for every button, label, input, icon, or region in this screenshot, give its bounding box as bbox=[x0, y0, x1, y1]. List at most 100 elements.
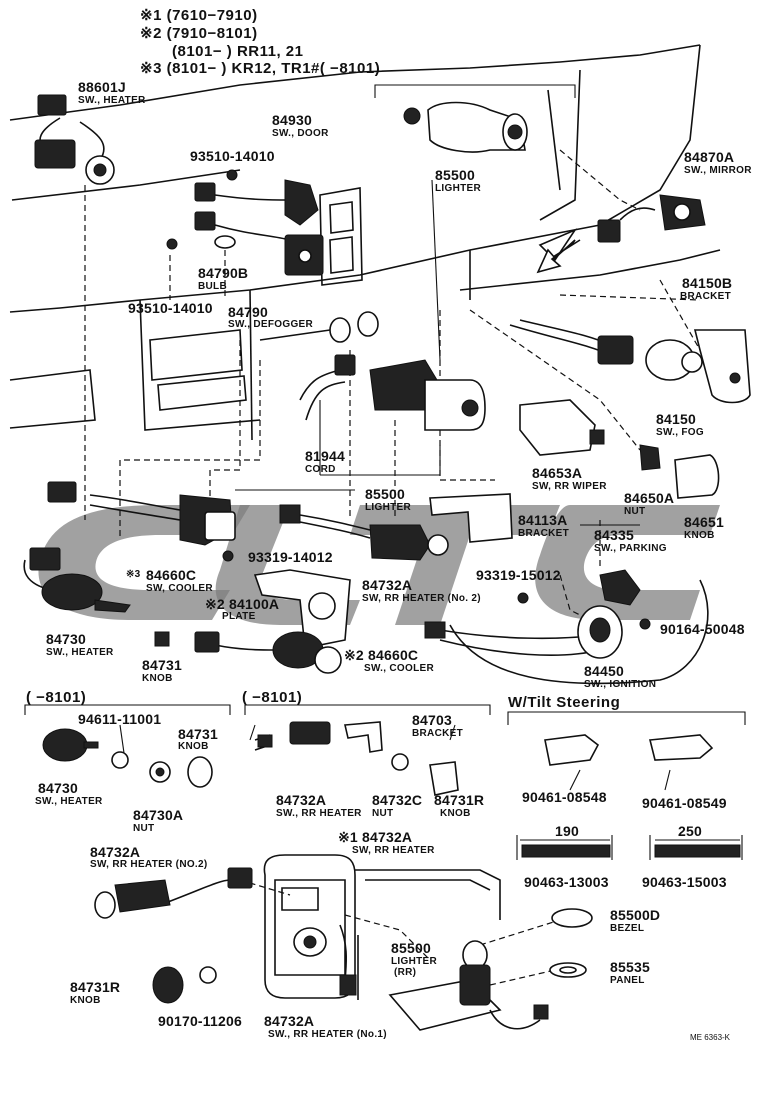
part-name: BRACKET bbox=[518, 528, 569, 539]
watermark-logo bbox=[38, 505, 720, 625]
part-number: 84930 bbox=[272, 112, 312, 128]
part-number: 84660C bbox=[146, 567, 197, 583]
part-number: 84790B bbox=[198, 265, 249, 281]
part-number: 84732A bbox=[264, 1013, 315, 1029]
note-2b: (8101− ) RR11, 21 bbox=[172, 43, 304, 60]
part-number: 90461-08548 bbox=[522, 789, 607, 805]
part-number: 84730 bbox=[38, 780, 78, 796]
part-name: SW, RR HEATER bbox=[352, 845, 435, 856]
part-number: 84731 bbox=[178, 726, 218, 742]
part-number: 84113A bbox=[518, 512, 568, 528]
callout-brackets bbox=[24, 84, 746, 860]
part-name: SW, RR WIPER bbox=[532, 481, 607, 492]
part-number: 84790 bbox=[228, 304, 268, 320]
part-number: 84731R bbox=[434, 792, 485, 808]
part-name: NUT bbox=[372, 808, 394, 819]
part-name: SW., IGNITION bbox=[584, 679, 657, 690]
part-name: SW., MIRROR bbox=[684, 165, 752, 176]
part-number: 84731R bbox=[70, 979, 121, 995]
part-name: SW., HEATER bbox=[46, 647, 114, 658]
part-name: BEZEL bbox=[610, 923, 645, 934]
part-number: 84730 bbox=[46, 631, 86, 647]
part-name: SW., RR HEATER bbox=[276, 808, 362, 819]
section-range-left: ( −8101) bbox=[26, 689, 87, 706]
part-number: 84732A bbox=[362, 577, 413, 593]
part-name: PLATE bbox=[222, 611, 256, 622]
part-number: 84731 bbox=[142, 657, 182, 673]
part-number: 85500D bbox=[610, 907, 661, 923]
part-glyphs bbox=[29, 94, 751, 1020]
part-number: 85535 bbox=[610, 959, 650, 975]
note-2: ※2 (7910−8101) bbox=[140, 25, 258, 42]
part-name: KNOB bbox=[684, 530, 715, 541]
part-number: 90461-08549 bbox=[642, 795, 727, 811]
part-number: 94611-11001 bbox=[78, 711, 162, 727]
part-name: BULB bbox=[198, 281, 227, 292]
part-number: 93319-15012 bbox=[476, 567, 561, 583]
part-number: 90463-15003 bbox=[642, 874, 727, 890]
part-number: 93510-14010 bbox=[128, 300, 213, 316]
note-marker: ※3 bbox=[126, 569, 141, 580]
part-name: LIGHTER bbox=[435, 183, 481, 194]
part-name: CORD bbox=[305, 464, 336, 475]
dashboard-outline bbox=[9, 44, 721, 441]
part-number: ※2 84660C bbox=[344, 647, 419, 663]
part-number: 85500 bbox=[435, 167, 475, 183]
part-name: SW., HEATER bbox=[78, 95, 146, 106]
dimension-250: 250 bbox=[678, 823, 702, 839]
part-name: LIGHTER bbox=[365, 502, 411, 513]
part-name: KNOB bbox=[178, 741, 209, 752]
part-number: ※1 84732A bbox=[338, 829, 413, 845]
section-tilt-steering: W/Tilt Steering bbox=[508, 694, 621, 711]
part-name: KNOB bbox=[440, 808, 471, 819]
part-number: 93510-14010 bbox=[190, 148, 275, 164]
part-name: KNOB bbox=[70, 995, 101, 1006]
part-number: 84703 bbox=[412, 712, 452, 728]
part-name: SW., DEFOGGER bbox=[228, 319, 314, 330]
part-name: LIGHTER bbox=[391, 956, 437, 967]
note-3: ※3 (8101− ) KR12, TR1#( −8101) bbox=[140, 60, 381, 77]
part-number: 84335 bbox=[594, 527, 634, 543]
part-name: NUT bbox=[133, 823, 155, 834]
part-number: 84732A bbox=[276, 792, 327, 808]
part-number: ※2 84100A bbox=[205, 596, 280, 612]
part-name: SW., DOOR bbox=[272, 128, 329, 139]
part-name: SW., RR HEATER (No.1) bbox=[268, 1029, 387, 1040]
part-number: 84150B bbox=[682, 275, 733, 291]
part-name: BRACKET bbox=[412, 728, 463, 739]
part-number: 84653A bbox=[532, 465, 583, 481]
part-number: 84650A bbox=[624, 490, 675, 506]
part-name: KNOB bbox=[142, 673, 173, 684]
part-name: SW, RR HEATER (NO.2) bbox=[90, 859, 208, 870]
note-1: ※1 (7610−7910) bbox=[140, 7, 258, 24]
part-number: 90164-50048 bbox=[660, 621, 745, 637]
figure-code: ME 6363-K bbox=[690, 1033, 731, 1042]
part-number: 90170-11206 bbox=[158, 1013, 242, 1029]
part-number: 85500 bbox=[391, 940, 431, 956]
leader-lines bbox=[84, 149, 701, 986]
part-name: PANEL bbox=[610, 975, 645, 986]
section-range-middle: ( −8101) bbox=[242, 689, 303, 706]
part-number: 84450 bbox=[584, 663, 624, 679]
part-name: SW., FOG bbox=[656, 427, 704, 438]
part-number: 84732C bbox=[372, 792, 423, 808]
part-name: SW, COOLER bbox=[146, 583, 213, 594]
part-number: 84870A bbox=[684, 149, 735, 165]
part-name: NUT bbox=[624, 506, 646, 517]
part-number: 84730A bbox=[133, 807, 184, 823]
part-name: SW, RR HEATER (No. 2) bbox=[362, 593, 481, 604]
part-name: SW., PARKING bbox=[594, 543, 667, 554]
part-name: SW., COOLER bbox=[364, 663, 434, 674]
part-number: 81944 bbox=[305, 448, 345, 464]
part-name-suffix: (RR) bbox=[394, 967, 417, 978]
part-number: 85500 bbox=[365, 486, 405, 502]
part-number: 84732A bbox=[90, 844, 141, 860]
part-number: 88601J bbox=[78, 79, 126, 95]
part-name: SW., HEATER bbox=[35, 796, 103, 807]
part-number: 93319-14012 bbox=[248, 549, 333, 565]
part-number: 84150 bbox=[656, 411, 696, 427]
dimension-190: 190 bbox=[555, 823, 579, 839]
part-name: BRACKET bbox=[680, 291, 731, 302]
